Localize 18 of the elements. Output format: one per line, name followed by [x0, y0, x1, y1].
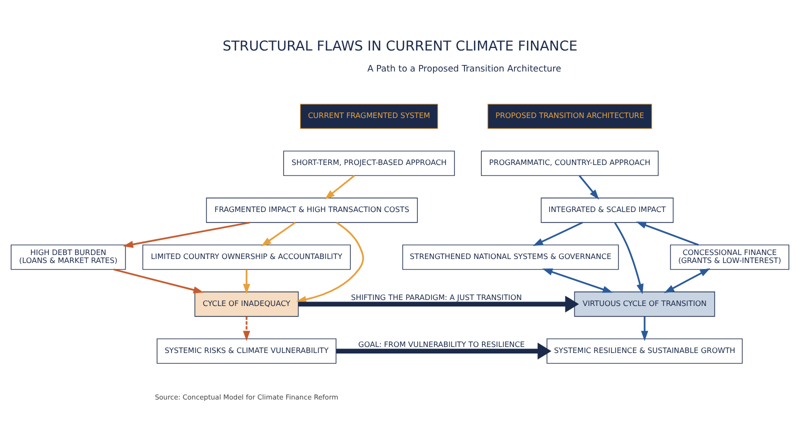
arrow — [298, 296, 579, 313]
arrow — [242, 316, 250, 342]
arrow — [614, 222, 644, 294]
arrow — [532, 222, 583, 246]
arrow — [114, 268, 204, 294]
arrow — [636, 222, 699, 246]
arrow — [664, 268, 710, 294]
arrow — [242, 270, 250, 294]
arrow — [296, 222, 364, 303]
label: A Path to a Proposed Transition Architecture — [367, 64, 562, 75]
arrow — [261, 222, 296, 246]
arrow — [122, 222, 250, 248]
arrow — [641, 316, 648, 342]
arrow — [324, 175, 355, 200]
arrow — [336, 342, 552, 360]
arrow — [578, 175, 600, 200]
diagram-title: STRUCTURAL FLAWS IN CURRENT CLIMATE FINANCE — [222, 38, 578, 54]
arrow — [542, 268, 613, 293]
